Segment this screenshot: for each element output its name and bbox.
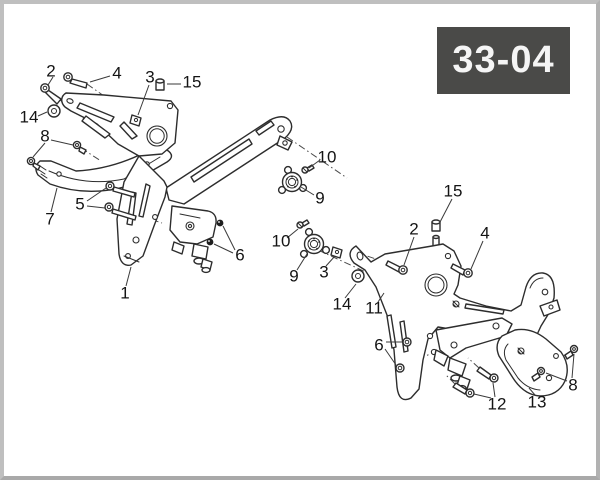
left-bolt-4 — [63, 72, 88, 89]
left-bolts-5 — [104, 181, 137, 221]
left-screw-10 — [301, 164, 315, 174]
left-nut-3 — [129, 114, 142, 127]
left-washer-14 — [47, 104, 61, 118]
page-code: 33-04 — [452, 39, 555, 81]
right-heel-guard-part-13 — [496, 328, 568, 397]
callout-left-2: 2 — [46, 61, 56, 81]
callout-right-9: 9 — [289, 266, 299, 286]
right-cap-15 — [431, 219, 441, 232]
callout-left-8: 8 — [40, 126, 50, 146]
callout-left-10: 10 — [317, 147, 337, 167]
right-flange-9 — [299, 227, 331, 259]
callout-left-15: 15 — [182, 72, 202, 92]
callout-right-13: 13 — [527, 392, 547, 412]
left-cap-15 — [155, 78, 165, 91]
callout-right-11: 11 — [365, 298, 383, 318]
right-screw-10 — [296, 219, 310, 229]
callout-left-6: 6 — [235, 245, 245, 265]
callout-right-8: 8 — [568, 375, 578, 395]
right-nut-3 — [330, 246, 343, 259]
right-bolts-12 — [452, 366, 499, 398]
callout-right-15: 15 — [443, 181, 463, 201]
right-bolt-4 — [450, 263, 473, 278]
right-nuts-6 — [395, 337, 412, 373]
callout-left-4: 4 — [112, 63, 122, 83]
callout-right-3: 3 — [319, 262, 329, 282]
callout-left-3: 3 — [145, 67, 155, 87]
right-bolt-2 — [385, 260, 408, 275]
left-bolt-2 — [40, 83, 62, 105]
callout-right-12: 12 — [487, 394, 507, 414]
callout-right-4: 4 — [480, 223, 490, 243]
callout-left-9: 9 — [315, 188, 325, 208]
left-footpeg-mount — [169, 205, 217, 274]
right-washer-14 — [351, 269, 365, 283]
left-screws-6 — [206, 219, 224, 246]
page-code-box: 33-04 — [437, 27, 570, 94]
left-bracket-plate-part-1 — [61, 92, 293, 266]
callout-left-5: 5 — [75, 194, 85, 214]
callout-left-14: 14 — [19, 107, 39, 127]
callout-right-2: 2 — [409, 219, 419, 239]
callout-right-14: 14 — [332, 294, 352, 314]
callout-right-6: 6 — [374, 335, 384, 355]
callout-right-10: 10 — [271, 231, 291, 251]
right-assembly — [296, 219, 579, 401]
left-screws-8 — [26, 140, 87, 171]
right-screws-8 — [531, 344, 579, 382]
callout-left-1: 1 — [120, 283, 130, 303]
callout-left-7: 7 — [45, 209, 55, 229]
callout-leader-lines — [32, 75, 575, 399]
left-assembly — [26, 72, 315, 274]
exploded-parts-diagram — [26, 72, 579, 401]
